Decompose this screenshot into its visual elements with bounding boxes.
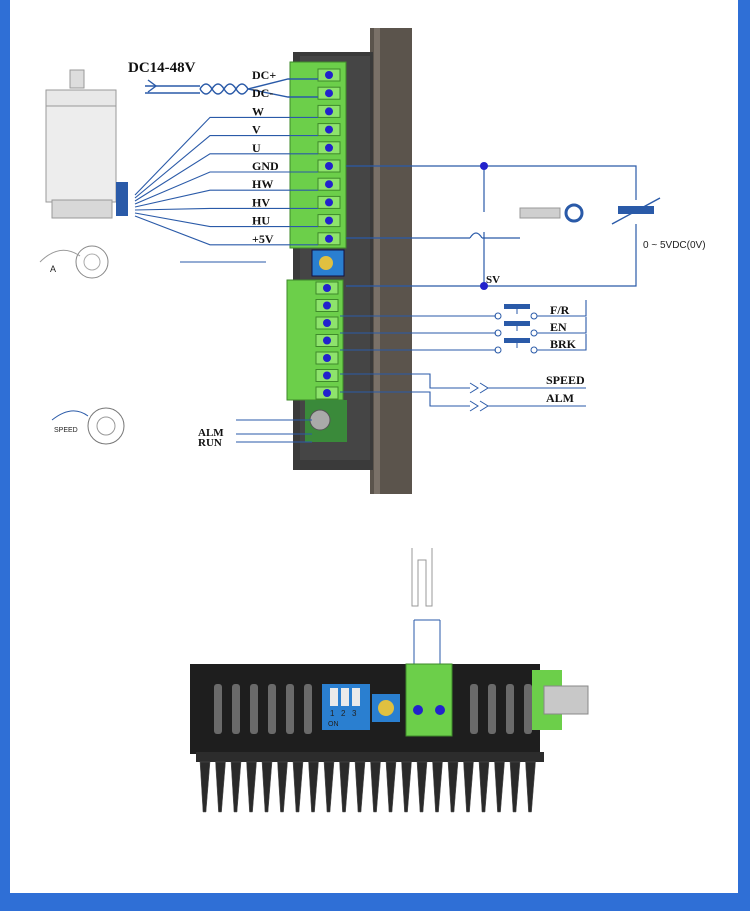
control-switches: F/R EN BRK bbox=[340, 300, 587, 354]
terminal-label-6: HW bbox=[252, 177, 273, 191]
screw-icon bbox=[309, 409, 331, 431]
pot-a-label: A bbox=[50, 264, 56, 274]
terminal-label-3: V bbox=[252, 123, 261, 137]
output-label-1: ALM bbox=[546, 391, 574, 405]
frame-right-border bbox=[738, 0, 750, 911]
potentiometer-a-icon bbox=[39, 245, 266, 279]
terminal-labels: DC+ DC- WVU GND HW HV HU +5V bbox=[252, 68, 279, 246]
switch-label-2: BRK bbox=[550, 337, 577, 351]
terminal-label-9: +5V bbox=[252, 232, 274, 246]
upper-terminal-pins bbox=[317, 68, 341, 246]
terminal-label-7: HV bbox=[252, 195, 270, 209]
side-terminal-block bbox=[405, 663, 453, 737]
terminal-label-2: W bbox=[252, 104, 264, 118]
switch-label-1: EN bbox=[550, 320, 567, 334]
dip-on-label: ON bbox=[328, 721, 339, 728]
hall-sensor-wave-icon bbox=[411, 548, 441, 670]
terminal-label-1: DC- bbox=[252, 86, 273, 100]
lower-terminal-pins bbox=[315, 281, 339, 400]
cable-icon bbox=[519, 203, 584, 223]
sv-label: SV bbox=[486, 274, 500, 286]
terminal-label-8: HU bbox=[252, 214, 270, 228]
dip-number-1: 1 bbox=[330, 709, 335, 718]
output-label-0: SPEED bbox=[546, 373, 585, 387]
terminal-label-4: U bbox=[252, 141, 261, 155]
supply-voltage-label: DC14-48V bbox=[128, 60, 196, 76]
terminal-label-5: GND bbox=[252, 159, 279, 173]
speed-knob-label: SPEED bbox=[54, 427, 78, 434]
speed-reference-voltage-label: 0 ~ 5VDC(0V) bbox=[643, 240, 706, 251]
supply-wires bbox=[145, 78, 318, 98]
heatsink-fins bbox=[199, 761, 536, 813]
dip-number-3: 3 bbox=[352, 709, 357, 718]
variable-resistor-icon bbox=[618, 206, 654, 214]
potentiometer-knob-icon bbox=[319, 256, 333, 270]
motor-icon bbox=[45, 69, 128, 219]
dip-number-2: 2 bbox=[341, 709, 346, 718]
output-signals: SPEED ALM bbox=[340, 373, 586, 412]
run-left-label: RUN bbox=[198, 437, 222, 449]
motor-wires bbox=[134, 116, 318, 246]
speed-reference-circuit bbox=[346, 165, 637, 287]
frame-bottom-border bbox=[0, 893, 750, 911]
alm-left-label: ALM bbox=[198, 427, 224, 439]
terminal-label-0: DC+ bbox=[252, 68, 276, 82]
speed-knob-icon bbox=[51, 407, 125, 445]
shaft-knob-icon bbox=[543, 685, 589, 715]
switch-label-0: F/R bbox=[550, 303, 570, 317]
frame-left-border bbox=[0, 0, 10, 911]
vent-slots bbox=[214, 684, 532, 734]
